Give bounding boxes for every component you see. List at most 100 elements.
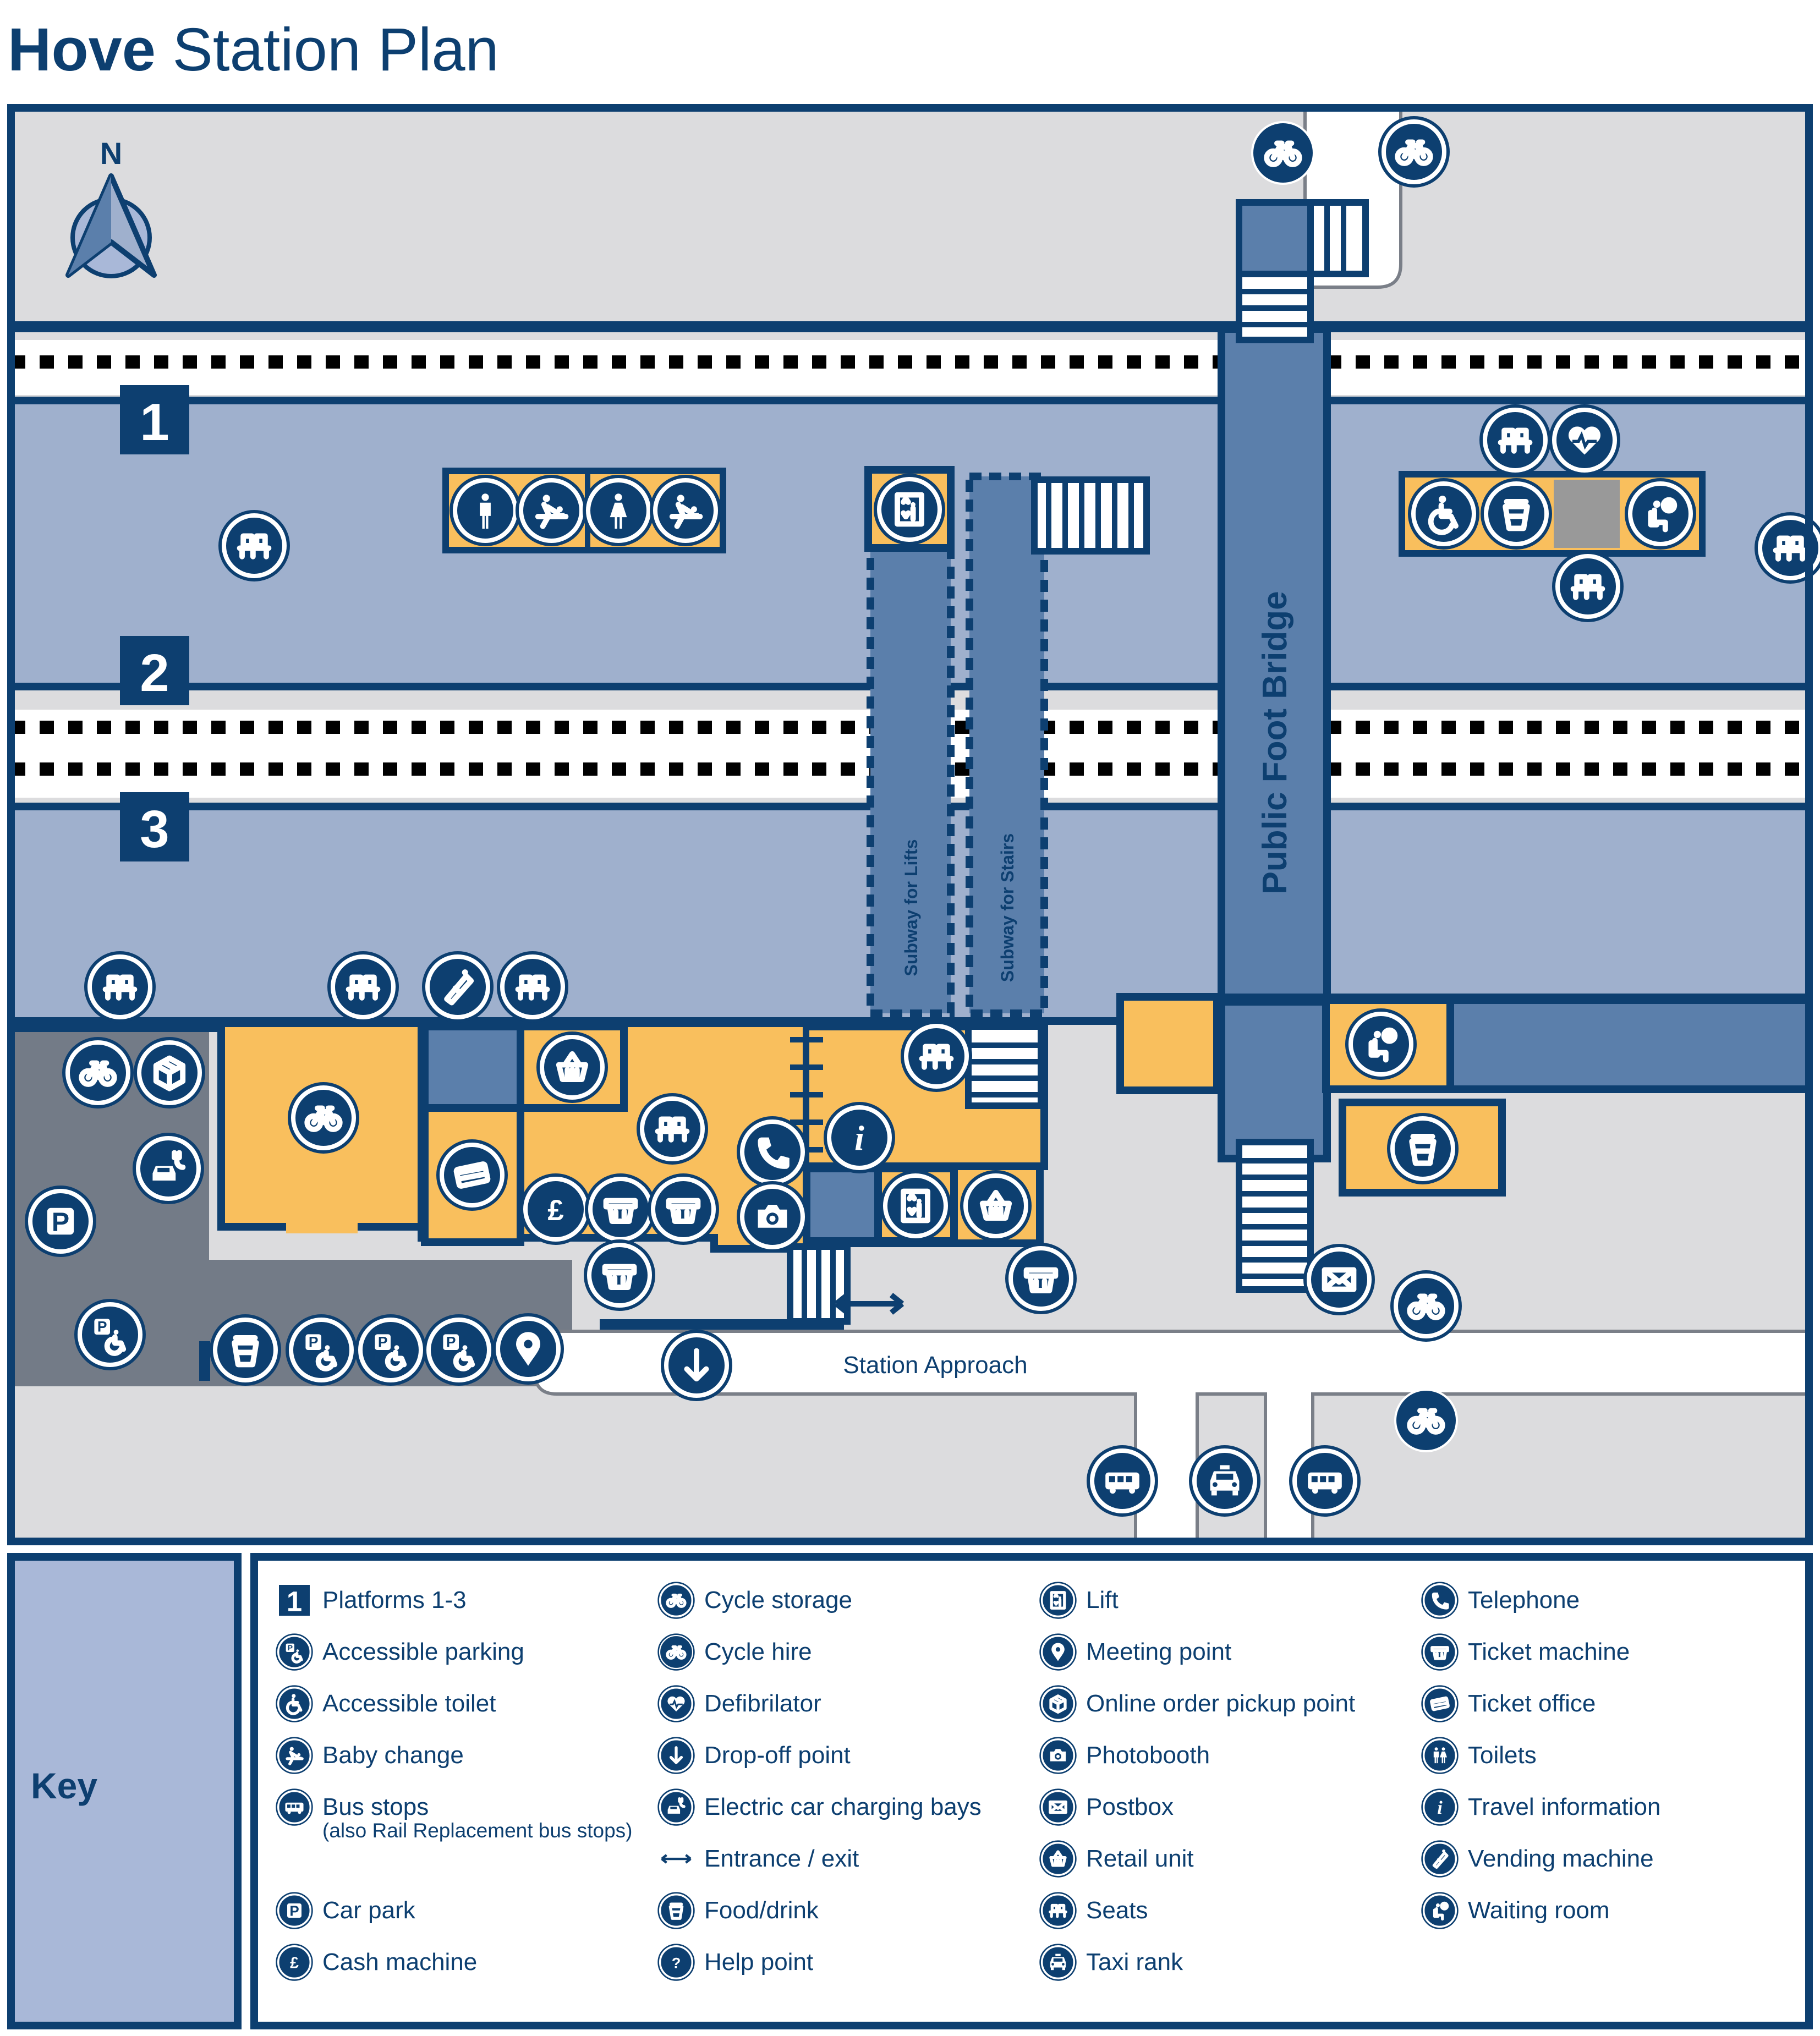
waiting-room-icon [1625, 478, 1696, 550]
photobooth-icon [1039, 1737, 1077, 1774]
photobooth-icon [737, 1181, 808, 1253]
cycle-hire-icon [1251, 121, 1315, 185]
key-item-label: Telephone [1468, 1587, 1580, 1614]
key-item-waiting-room: Waiting room [1421, 1889, 1610, 1933]
key-item-label: Car park [322, 1897, 415, 1924]
key-item-label: Food/drink [704, 1897, 819, 1924]
bus-icon [1289, 1445, 1361, 1517]
seats-icon [637, 1093, 708, 1165]
subway-stairs-label: Subway for Stairs [997, 833, 1017, 982]
food-drink-icon [1481, 478, 1552, 550]
key-item-baby-change: Baby change [275, 1733, 464, 1777]
baby-change-icon [650, 475, 721, 546]
postbox-icon [1039, 1788, 1077, 1826]
key-item-platform-number: Platforms 1-3 [275, 1578, 467, 1622]
ev-charging-icon [657, 1788, 695, 1826]
foot-bridge-label: Public Foot Bridge [1256, 591, 1294, 894]
info-icon [1421, 1788, 1459, 1826]
platform-number-icon [279, 1585, 310, 1617]
map-icons [25, 116, 1820, 1517]
food-drink-icon [210, 1314, 281, 1386]
lift-icon [874, 474, 945, 545]
seats-icon [497, 951, 568, 1023]
key-item-meeting-point: Meeting point [1039, 1630, 1231, 1674]
key-item-seats: Seats [1039, 1889, 1148, 1933]
platform-badges: 1 2 3 [120, 385, 189, 861]
seats-icon [1039, 1892, 1077, 1929]
food-drink-icon [1387, 1113, 1459, 1184]
page-title: Hove Station Plan [8, 20, 499, 80]
key-item-label: Accessible toilet [322, 1690, 496, 1717]
vending-icon [422, 951, 494, 1023]
defibrillator-icon [657, 1685, 695, 1722]
ticket-machine-icon [1005, 1243, 1077, 1314]
ticket-machine-icon [585, 1173, 656, 1245]
cycle-storage-icon [62, 1037, 134, 1108]
title-station-name: Hove [8, 16, 156, 84]
seats-icon [327, 951, 399, 1023]
key-item-label: Ticket machine [1468, 1638, 1630, 1665]
info-icon [824, 1102, 895, 1173]
meeting-point-icon [492, 1313, 564, 1385]
retail-icon [960, 1170, 1032, 1242]
key-item-label: Retail unit [1086, 1845, 1194, 1872]
compass: N [65, 136, 157, 278]
key-item-label: Postbox [1086, 1793, 1174, 1820]
platform-2-number: 2 [140, 644, 169, 703]
cycle-storage-icon [1390, 1270, 1462, 1342]
baby-change-icon [516, 475, 587, 546]
platform-3-badge [120, 792, 189, 861]
bus-icon [1087, 1445, 1158, 1517]
ticket-office-icon [1421, 1685, 1459, 1722]
platform-3-number: 3 [140, 800, 169, 859]
key-item-label: Help point [704, 1949, 814, 1975]
seats-icon [1552, 551, 1624, 622]
key-item-car-park: Car park [275, 1889, 415, 1933]
cycle-storage-icon [288, 1082, 359, 1154]
cycle-hire-icon [1394, 1389, 1458, 1452]
bus-icon [276, 1788, 313, 1826]
key-item-label: Baby change [322, 1742, 464, 1769]
key-item-label: Cycle hire [704, 1638, 812, 1665]
male-toilet-icon [449, 475, 521, 546]
accessible-parking-icon [74, 1299, 146, 1370]
ev-charging-icon [133, 1133, 204, 1204]
key-item-label: Entrance / exit [704, 1845, 859, 1872]
baby-change-icon [276, 1737, 313, 1774]
station-approach-label: Station Approach [843, 1352, 1027, 1379]
waiting-room-icon [1345, 1008, 1417, 1080]
car-park-area [11, 1032, 572, 1386]
accessible-parking-icon [286, 1314, 357, 1386]
key-item-cycle-storage: Cycle storage [657, 1578, 852, 1622]
ticket-machine-icon [1421, 1633, 1459, 1671]
accessible-parking-icon [423, 1314, 495, 1386]
platform-1-number: 1 [140, 393, 169, 452]
taxi-icon [1039, 1944, 1077, 1981]
ticket-office-icon [436, 1139, 508, 1211]
accessible-parking-icon [355, 1314, 426, 1386]
accessible-toilet-icon [1408, 478, 1479, 550]
parcel-icon [134, 1037, 205, 1108]
cash-machine-icon [276, 1944, 313, 1981]
female-toilet-icon [583, 475, 654, 546]
key-item-defibrillator: Defibrilator [657, 1682, 821, 1726]
drop-off-icon [661, 1330, 732, 1401]
key-item-label: Online order pickup point [1086, 1690, 1356, 1717]
key-item-accessible-toilet: Accessible toilet [275, 1682, 496, 1726]
key-item-label: Accessible parking [322, 1638, 524, 1665]
car-park-icon [25, 1186, 96, 1257]
key-item-lift: Lift [1039, 1578, 1119, 1622]
key-item-cycle-hire: Cycle hire [657, 1630, 812, 1674]
key-item-retail: Retail unit [1039, 1837, 1194, 1881]
key-item-label: Defibrilator [704, 1690, 821, 1717]
car-park-icon [276, 1892, 313, 1929]
key-item-info: Travel information [1421, 1785, 1661, 1829]
key-item-drop-off: Drop-off point [657, 1733, 851, 1777]
public-foot-bridge: Public Foot Bridge [1218, 199, 1369, 1293]
key-item-label: Platforms 1-3 [322, 1587, 467, 1614]
key-item-toilets: Toilets [1421, 1733, 1537, 1777]
cash-machine-icon [520, 1173, 591, 1245]
retail-icon [536, 1031, 608, 1103]
help-point-icon [657, 1944, 695, 1981]
